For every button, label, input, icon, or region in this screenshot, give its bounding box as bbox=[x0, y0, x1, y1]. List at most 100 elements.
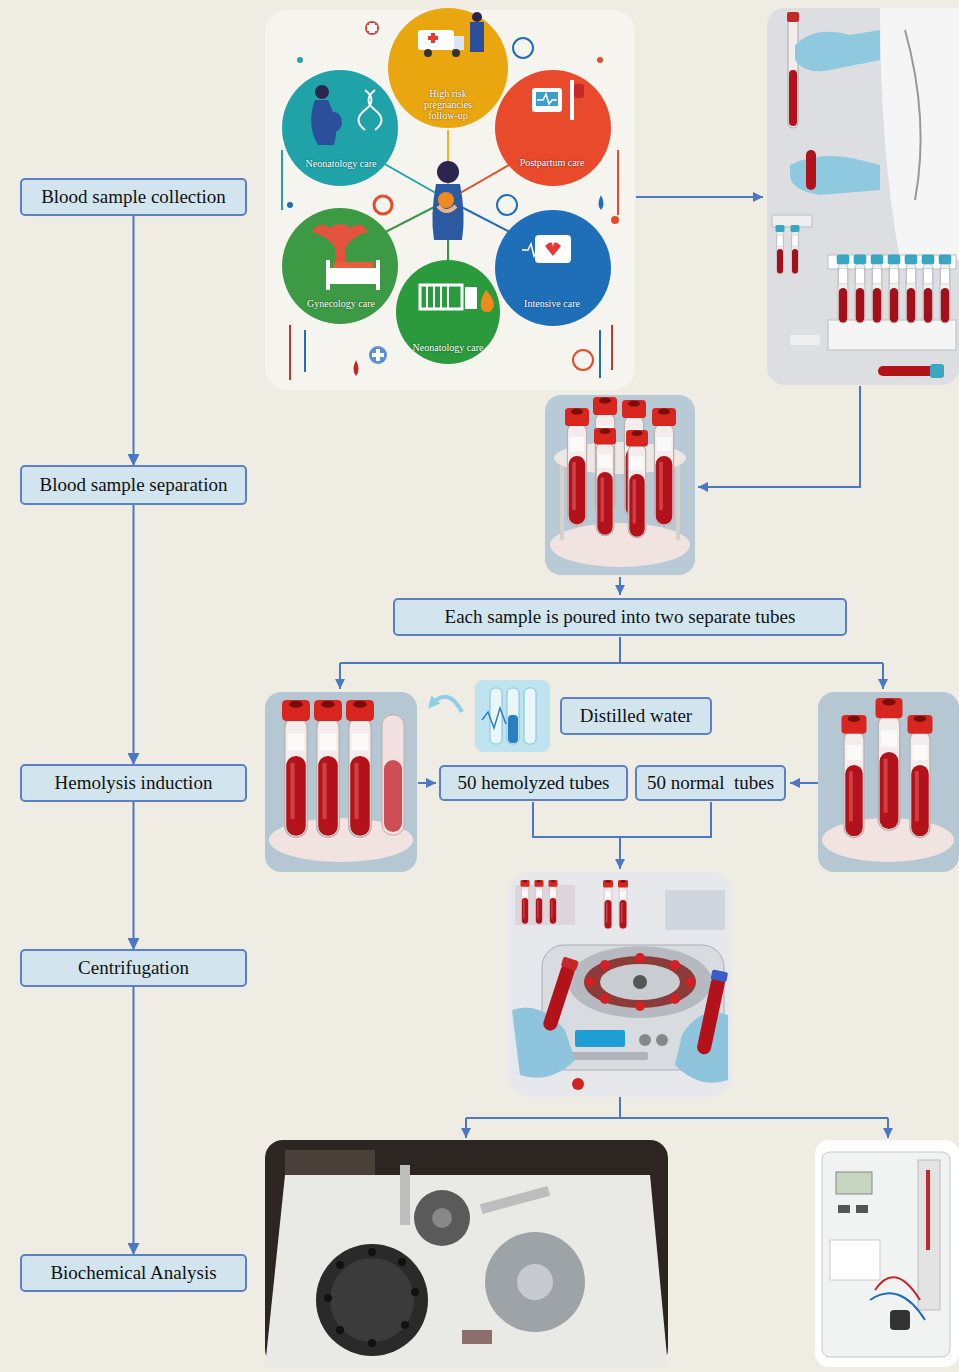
flow-arrows bbox=[418, 782, 436, 784]
blood-draw-photo bbox=[787, 12, 799, 22]
process-box: Centrifugation bbox=[20, 949, 247, 987]
device-photo bbox=[875, 1277, 920, 1300]
box-text: Distilled water bbox=[580, 705, 692, 727]
centrifuge-picture bbox=[618, 880, 628, 929]
analyzer-photo bbox=[265, 1140, 668, 1367]
centrifuge-picture bbox=[665, 890, 725, 930]
hemolyzed-tubes-picture bbox=[282, 700, 310, 837]
centrifuge-picture bbox=[639, 1034, 651, 1046]
care-illustration bbox=[597, 57, 603, 63]
hemolyzed-tubes-picture bbox=[384, 760, 402, 832]
centrifuge-picture bbox=[696, 974, 726, 1055]
care-illustration bbox=[396, 260, 500, 364]
analyzer-photo bbox=[324, 1294, 332, 1302]
analyzer-photo bbox=[316, 1244, 428, 1356]
distilled-water-icon bbox=[482, 708, 506, 728]
care-illustration bbox=[333, 262, 373, 268]
process-box: Biochemical Analysis bbox=[20, 1254, 247, 1292]
blood-draw-photo bbox=[790, 335, 820, 345]
blood-draw-photo bbox=[791, 225, 800, 274]
distilled-water-icon bbox=[475, 680, 550, 752]
care-illustration bbox=[570, 80, 574, 120]
flow-arrows bbox=[533, 802, 711, 837]
care-illustration bbox=[326, 112, 342, 132]
care-illustration bbox=[472, 12, 482, 22]
care-illustration bbox=[426, 285, 428, 309]
tube-rack-picture bbox=[545, 395, 695, 575]
process-box: Distilled water bbox=[560, 697, 712, 735]
hemolyzed-tubes-picture bbox=[265, 692, 417, 872]
normal-tubes-picture bbox=[842, 715, 867, 838]
tube-rack-picture bbox=[626, 430, 648, 538]
flow-connector bbox=[133, 216, 135, 465]
blood-draw-photo bbox=[795, 30, 880, 71]
centrifuge-picture bbox=[508, 872, 732, 1097]
process-box: Blood sample collection bbox=[20, 178, 247, 216]
analyzer-photo bbox=[480, 1186, 550, 1214]
care-illustration bbox=[465, 287, 477, 309]
centrifuge-picture bbox=[635, 953, 645, 963]
centrifuge-picture bbox=[670, 960, 680, 970]
care-illustration bbox=[599, 195, 604, 210]
analyzer-photo bbox=[400, 1165, 410, 1225]
blood-draw-photo bbox=[939, 255, 952, 324]
analyzer-photo bbox=[462, 1330, 492, 1344]
centrifuge-picture bbox=[600, 994, 610, 1004]
tube-rack-picture bbox=[676, 455, 680, 540]
care-illustration bbox=[289, 325, 291, 380]
device-photo bbox=[918, 1160, 940, 1310]
hemolyzed-tubes-picture bbox=[346, 700, 374, 837]
centrifuge-picture bbox=[584, 956, 696, 1008]
care-illustration bbox=[481, 290, 494, 312]
centrifuge-picture bbox=[568, 946, 712, 1018]
blood-draw-photo bbox=[828, 320, 956, 350]
care-illustration bbox=[287, 202, 293, 208]
care-illustration bbox=[359, 90, 382, 130]
care-illustration bbox=[365, 21, 379, 35]
device-photo bbox=[926, 1170, 930, 1250]
care-illustration bbox=[537, 94, 557, 104]
care-label: Intensive care bbox=[506, 298, 598, 309]
care-illustration bbox=[418, 30, 454, 50]
care-illustration bbox=[611, 325, 613, 370]
analyzer-photo bbox=[368, 1248, 376, 1256]
blood-draw-photo bbox=[789, 70, 797, 126]
centrifuge-picture bbox=[710, 969, 728, 982]
care-illustration bbox=[330, 268, 376, 284]
care-illustration bbox=[545, 242, 561, 256]
care-label: Postpartum care bbox=[506, 157, 598, 168]
care-illustration bbox=[454, 36, 464, 50]
care-illustration bbox=[497, 195, 517, 215]
distilled-water-icon bbox=[507, 688, 519, 744]
process-box: Each sample is poured into two separate … bbox=[393, 598, 847, 636]
analyzer-photo bbox=[285, 1150, 375, 1175]
centrifuge-picture bbox=[561, 956, 579, 970]
blood-draw-photo bbox=[888, 255, 901, 324]
centrifuge-picture bbox=[535, 880, 544, 924]
blood-draw-photo bbox=[767, 8, 959, 385]
tube-rack-picture bbox=[560, 455, 564, 540]
flow-arrows bbox=[636, 196, 763, 198]
centrifuge-picture bbox=[585, 953, 695, 1011]
care-illustration bbox=[495, 210, 611, 326]
care-illustration bbox=[452, 49, 460, 57]
water-added-arrow bbox=[432, 697, 462, 712]
care-illustration bbox=[532, 88, 562, 112]
blood-draw-photo bbox=[871, 255, 884, 324]
blood-draw-photo bbox=[788, 18, 798, 128]
centrifuge-picture bbox=[603, 880, 613, 929]
distilled-water-icon bbox=[490, 688, 502, 744]
care-illustration bbox=[470, 22, 484, 52]
centrifuge-picture bbox=[633, 975, 647, 989]
device-photo bbox=[830, 1240, 880, 1280]
hemolyzed-tubes-picture bbox=[382, 715, 404, 835]
centrifuge-picture bbox=[512, 1008, 575, 1078]
process-box: Blood sample separation bbox=[20, 465, 247, 505]
process-box: 50 hemolyzed tubes bbox=[439, 765, 628, 801]
flow-arrows bbox=[340, 662, 883, 664]
care-illustration bbox=[388, 8, 508, 128]
care-illustration bbox=[304, 330, 306, 372]
distilled-water-icon bbox=[524, 688, 536, 744]
